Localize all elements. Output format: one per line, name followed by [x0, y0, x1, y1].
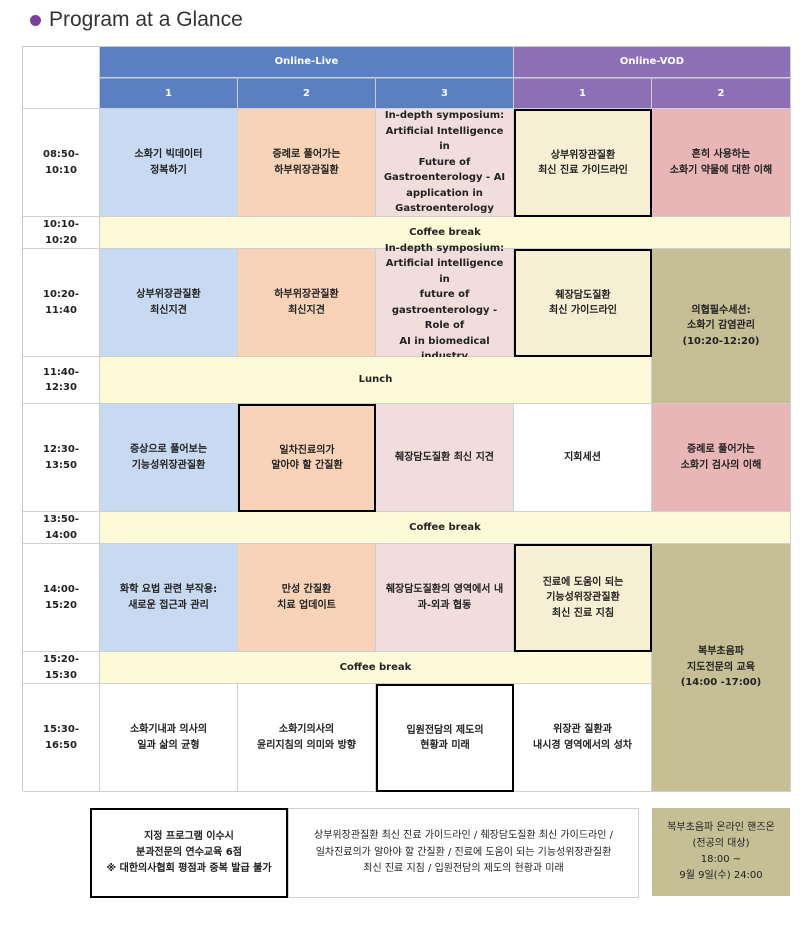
- session-cell: 상부위장관질환 최신지견: [100, 249, 238, 357]
- session-cell-highlighted: 입원전담의 제도의 현황과 미래: [376, 684, 514, 792]
- designated-programs-box: 상부위장관질환 최신 진료 가이드라인 / 췌장담도질환 최신 가이드라인 / …: [288, 808, 639, 898]
- session-cell: 지회세션: [514, 404, 652, 512]
- session-cell-highlighted: 진료에 도움이 되는 기능성위장관질환 최신 진료 지침: [514, 544, 652, 652]
- time-slot: 15:30-16:50: [23, 684, 100, 792]
- time-slot: 13:50-14:00: [23, 512, 100, 544]
- session-cell: 췌장담도질환의 영역에서 내 과-외과 협동: [376, 544, 514, 652]
- session-cell: 췌장담도질환 최신 지견: [376, 404, 514, 512]
- time-slot: 10:10-10:20: [23, 217, 100, 249]
- coffee-break-row: Coffee break: [100, 512, 791, 544]
- time-slot: 12:30-13:50: [23, 404, 100, 512]
- coffee-break-row: Coffee break: [100, 217, 791, 249]
- header-online-live: Online-Live: [100, 47, 514, 78]
- time-slot: 14:00-15:20: [23, 544, 100, 652]
- time-slot: 11:40-12:30: [23, 357, 100, 404]
- header-online-vod: Online-VOD: [514, 47, 791, 78]
- session-cell: 하부위장관질환 최신지견: [238, 249, 376, 357]
- session-cell: 증례로 풀어가는 소화기 검사의 이해: [652, 404, 791, 512]
- schedule-table: Online-Live Online-VOD 1 2 3 1 2 08:50-1…: [22, 46, 791, 792]
- lunch-row: Lunch: [100, 357, 652, 404]
- page-title: Program at a Glance: [30, 8, 243, 32]
- corner-cell: [23, 47, 100, 109]
- session-cell: 소화기의사의 윤리지침의 의미와 방향: [238, 684, 376, 792]
- time-slot: 15:20-15:30: [23, 652, 100, 684]
- session-cell-highlighted: 상부위장관질환 최신 진료 가이드라인: [514, 109, 652, 217]
- session-cell: 소화기 빅데이터 정복하기: [100, 109, 238, 217]
- session-cell: 흔히 사용하는 소화기 약물에 대한 이해: [652, 109, 791, 217]
- hands-on-note-box: 복부초음파 온라인 핸즈온 (전공의 대상) 18:00 ~ 9월 9일(수) …: [652, 808, 790, 896]
- subheader-live-2: 2: [238, 78, 376, 109]
- bullet-dot-icon: [30, 14, 41, 26]
- session-cell: 위장관 질환과 내시경 영역에서의 성차: [514, 684, 652, 792]
- time-slot: 10:20-11:40: [23, 249, 100, 357]
- coffee-break-row: Coffee break: [100, 652, 652, 684]
- session-cell: 증례로 풀어가는 하부위장관질환: [238, 109, 376, 217]
- subheader-live-3: 3: [376, 78, 514, 109]
- session-cell: In-depth symposium: Artificial intellige…: [376, 243, 514, 362]
- session-cell: 소화기내과 의사의 일과 삶의 균형: [100, 684, 238, 792]
- session-cell-highlighted: 일차진료의가 알아야 할 간질환: [238, 404, 376, 512]
- session-cell: 만성 간질환 치료 업데이트: [238, 544, 376, 652]
- footer-notes: 지정 프로그램 이수시 분과전문의 연수교육 6점 ※ 대한의사협회 평점과 중…: [90, 808, 639, 898]
- time-slot: 08:50-10:10: [23, 109, 100, 217]
- subheader-vod-1: 1: [514, 78, 652, 109]
- session-cell: 증상으로 풀어보는 기능성위장관질환: [100, 404, 238, 512]
- page-title-text: Program at a Glance: [49, 8, 243, 31]
- subheader-vod-2: 2: [652, 78, 791, 109]
- subheader-live-1: 1: [100, 78, 238, 109]
- session-cell: In-depth symposium: Artificial Intellige…: [376, 109, 514, 217]
- session-cell: 의협필수세션: 소화기 감염관리 (10:20-12:20): [652, 249, 791, 404]
- session-cell-highlighted: 췌장담도질환 최신 가이드라인: [514, 249, 652, 357]
- credit-note-box: 지정 프로그램 이수시 분과전문의 연수교육 6점 ※ 대한의사협회 평점과 중…: [90, 808, 288, 898]
- session-cell: 복부초음파 지도전문의 교육 (14:00 -17:00): [652, 544, 791, 792]
- session-cell: 화학 요법 관련 부작용: 새로운 접근과 관리: [100, 544, 238, 652]
